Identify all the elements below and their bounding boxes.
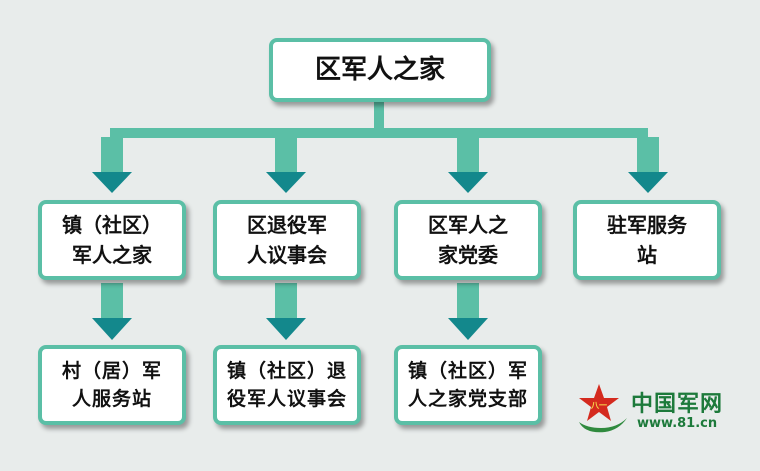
node-label-line: 家党委: [438, 243, 498, 267]
node-label-line: 村（居）军: [61, 359, 162, 382]
level1-node-4: 驻军服务 站: [573, 200, 721, 280]
level1-node-2: 区退役军 人议事会: [213, 200, 361, 280]
arrow-to-level2-3: [448, 283, 488, 340]
arrow-to-level1-3: [448, 137, 488, 193]
star-emblem-icon: 八一: [579, 384, 627, 433]
arrow-to-level1-1: [92, 137, 132, 193]
level1-node-3: 区军人之 家党委: [394, 200, 542, 280]
node-label-line: 镇（社区）军: [407, 359, 528, 382]
level2-node-2: 镇（社区）退 役军人议事会: [213, 345, 361, 425]
level2-node-3: 镇（社区）军 人之家党支部: [394, 345, 542, 425]
node-label-line: 役军人议事会: [226, 388, 347, 410]
root-node: 区军人之家: [269, 38, 491, 102]
arrow-to-level1-4: [628, 137, 668, 193]
arrow-to-level2-2: [266, 283, 306, 340]
emblem-text: 八一: [590, 401, 607, 410]
node-label-line: 镇（社区）: [62, 213, 162, 237]
connector-trunk: [374, 102, 384, 132]
root-node-label: 区军人之家: [314, 54, 445, 85]
arrow-to-level1-2: [266, 137, 306, 193]
node-label-line: 人服务站: [71, 388, 152, 410]
arrow-to-level2-1: [92, 283, 132, 340]
node-label-line: 区军人之: [428, 213, 508, 237]
connector-bar: [110, 128, 648, 138]
node-label-line: 镇（社区）退: [226, 359, 347, 382]
node-label-line: 人之家党支部: [407, 388, 528, 410]
node-label-line: 驻军服务: [607, 213, 687, 237]
site-logo: 八一 中国军网 www.81.cn: [571, 378, 741, 438]
node-label-line: 军人之家: [72, 243, 152, 267]
node-label-line: 人议事会: [247, 243, 327, 267]
node-label-line: 区退役军: [247, 213, 327, 237]
node-label-line: 站: [637, 243, 657, 267]
level2-node-1: 村（居）军 人服务站: [38, 345, 186, 425]
logo-url: www.81.cn: [637, 416, 718, 431]
level1-node-1: 镇（社区） 军人之家: [38, 200, 186, 280]
logo-name: 中国军网: [631, 392, 724, 417]
